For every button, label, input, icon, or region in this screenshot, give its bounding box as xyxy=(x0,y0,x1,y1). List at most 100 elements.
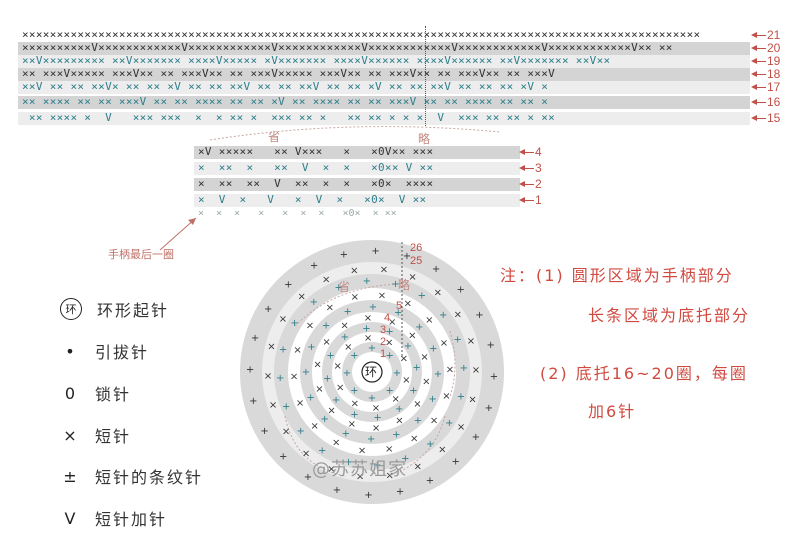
circle-stitch-mark: + xyxy=(485,403,493,414)
circle-stitch-mark: + xyxy=(385,350,393,361)
circle-stitch-mark: × xyxy=(267,342,275,353)
circle-stitch-mark: × xyxy=(402,375,410,386)
circle-stitch-mark: × xyxy=(385,444,393,455)
circle-stitch-mark: × xyxy=(372,423,380,434)
note-line-2: 长条区域为底托部分 xyxy=(588,306,751,325)
row-stitches: ×× ×××V××××× ×××V×× ×× ×××V×× ×× ×××V×××… xyxy=(22,67,556,80)
row-number: 4 xyxy=(535,145,542,159)
row-stitches: ××××××××××××××××××××××××××××××××××××××××… xyxy=(22,28,701,41)
circle-stitch-mark: × xyxy=(404,299,412,310)
center-chain-column xyxy=(425,26,427,126)
circle-stitch-mark: × xyxy=(282,427,290,438)
circle-stitch-mark: × xyxy=(372,403,380,414)
circle-stitch-mark: × xyxy=(430,415,438,426)
slip-stitch-icon: • xyxy=(65,341,75,361)
circle-stitch-mark: + xyxy=(282,401,290,412)
circle-stitch-mark: × xyxy=(410,434,418,445)
row-band xyxy=(18,29,750,42)
circle-stitch-mark: + xyxy=(350,386,358,397)
circle-stitch-mark: + xyxy=(306,392,314,403)
legend-label: 短针 xyxy=(95,427,132,446)
circle-stitch-mark: × xyxy=(358,445,366,456)
top-chart-row: ××V ×× ×× ××V× ×× ×× ×V ×× ×× ××V ×× ×× … xyxy=(18,80,750,94)
circle-stitch-mark: + xyxy=(326,350,334,361)
circle-stitch-mark: + xyxy=(340,249,348,260)
circle-stitch-mark: + xyxy=(490,372,498,383)
circle-stitch-mark: + xyxy=(392,429,400,440)
circle-stitch-mark: × xyxy=(350,266,358,277)
circle-stitch-mark: + xyxy=(333,485,341,496)
omit-label-2: 略 xyxy=(418,132,431,146)
circle-stitch-mark: + xyxy=(249,396,257,407)
circle-stitch-mark: × xyxy=(322,337,330,348)
circle-stitch-mark: + xyxy=(307,342,315,353)
row-number: 18 xyxy=(767,67,781,81)
circle-stitch-mark: + xyxy=(460,363,468,374)
circle-stitch-mark: + xyxy=(454,335,462,346)
sc-increase-icon: V xyxy=(64,508,76,528)
circle-stitch-mark: × xyxy=(351,292,359,303)
circle-stitch-mark: × xyxy=(293,345,301,356)
circle-stitch-mark: × xyxy=(279,314,287,325)
circle-stitch-mark: + xyxy=(452,457,460,468)
circle-stitch-mark: × xyxy=(269,400,277,411)
top-chart-row: ×× ×××× × V ××× ××× × × ×× × ××× ×× × ××… xyxy=(18,111,750,125)
row-stitches: × ×× ×× V ×× × × ×0× ×××× xyxy=(198,177,434,190)
circle-stitch-mark: × xyxy=(391,394,399,405)
ring-number: 25 xyxy=(410,255,423,267)
circle-stitch-mark: + xyxy=(414,415,422,426)
top-chart-row: ××××××××××××××××××××××××××××××××××××××××… xyxy=(18,28,750,42)
circle-stitch-mark: × xyxy=(380,265,388,276)
note-line-1: 注：(1) 圆形区域为手柄部分 xyxy=(500,266,734,285)
circle-stitch-mark: + xyxy=(403,251,411,262)
circle-stitch-mark: + xyxy=(475,310,483,321)
row-band xyxy=(18,68,750,81)
circle-stitch-mark: + xyxy=(426,439,434,450)
row-arrow xyxy=(751,32,766,38)
circle-stitch-mark: + xyxy=(396,487,404,498)
row-band xyxy=(18,96,750,109)
ring-number: 4 xyxy=(384,312,391,324)
watermark: @苏苏姐家 xyxy=(312,459,407,480)
row-arrow xyxy=(519,181,534,187)
circle-stitch-mark: + xyxy=(279,452,287,463)
handle-arrow xyxy=(159,217,197,251)
circle-stitch-mark: + xyxy=(426,475,434,486)
circle-chart: ++++++++××××××××××++++++++++++××××××××××… xyxy=(240,240,504,504)
row-band xyxy=(194,162,520,175)
circle-stitch-mark: × xyxy=(378,291,386,302)
circle-stitch-mark: + xyxy=(368,343,376,354)
circle-stitch-mark: + xyxy=(404,341,412,352)
circle-stitch-mark: × xyxy=(385,470,393,481)
circle-stitch-mark: + xyxy=(276,373,284,384)
circle-stitch-mark: + xyxy=(373,413,381,424)
circle-stitch-mark: × xyxy=(457,422,465,433)
handle-caption: 手柄最后一圈 xyxy=(108,248,174,261)
circle-stitch-mark: × xyxy=(446,364,454,375)
row-band xyxy=(194,194,520,207)
circle-stitch-mark: × xyxy=(422,376,430,387)
ring-icon: 环 xyxy=(60,298,82,320)
circle-stitch-mark: × xyxy=(315,384,323,395)
circle-stitch-mark: + xyxy=(472,432,480,443)
circle-stitch-mark: + xyxy=(385,386,393,397)
ring-number: 5 xyxy=(396,300,403,312)
circle-stitch-mark: + xyxy=(401,454,409,465)
circle-stitch-mark: × xyxy=(290,372,298,383)
row-number: 20 xyxy=(767,41,781,55)
circle-stitch-mark: + xyxy=(362,323,370,334)
circle-stitch-mark: + xyxy=(391,279,399,290)
circle-stitch-mark: + xyxy=(279,345,287,356)
circle-stitch-mark: × xyxy=(385,338,393,349)
row-stitches: ×× ×××× × V ××× ××× × × ×× × ××× ×× × ××… xyxy=(22,111,556,124)
top-chart-row: ×× ×××V××××× ×××V×× ×× ×××V×× ×× ×××V×××… xyxy=(18,67,750,81)
circle-stitch-mark: × xyxy=(425,315,433,326)
circle-stitch-mark: × xyxy=(364,333,372,344)
row-band xyxy=(18,81,750,94)
circle-stitch-mark: + xyxy=(344,457,352,468)
row-arrow xyxy=(751,115,766,121)
circle-stitch-mark: × xyxy=(351,398,359,409)
row-arrow xyxy=(519,149,534,155)
circle-stitch-mark: + xyxy=(332,395,340,406)
